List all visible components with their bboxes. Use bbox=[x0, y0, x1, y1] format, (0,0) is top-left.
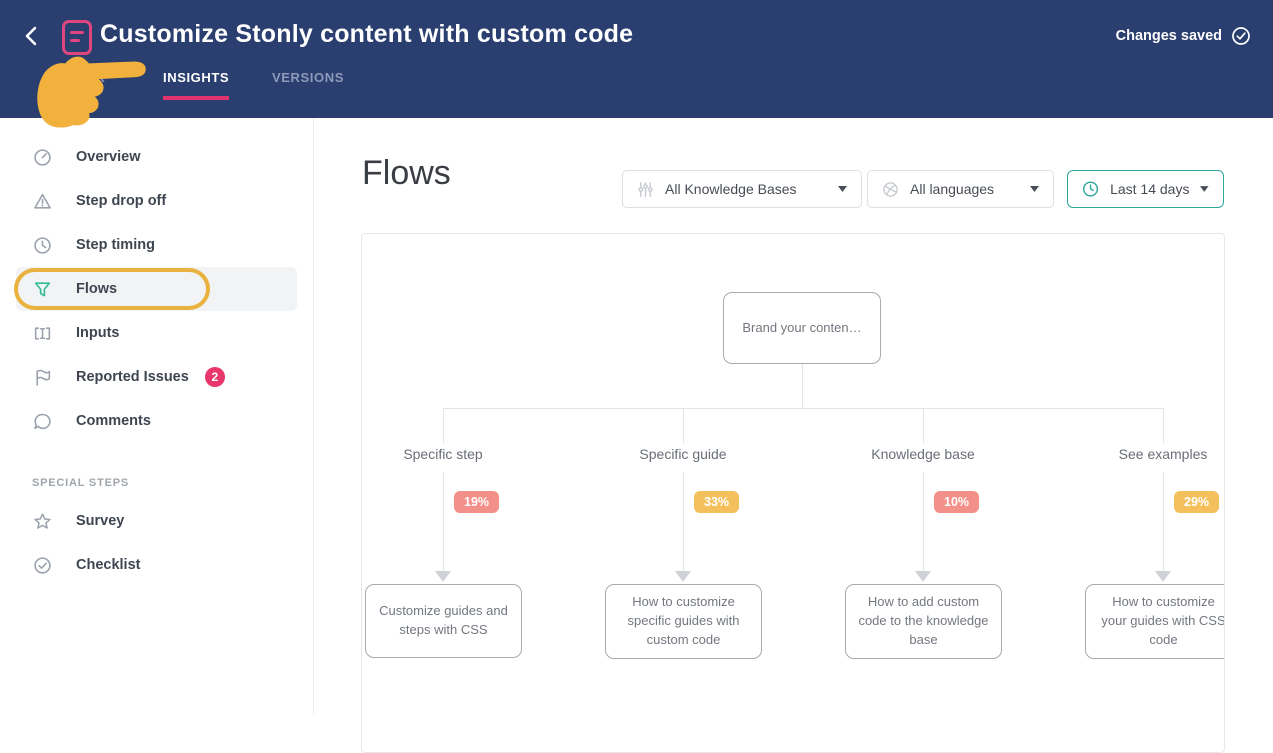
sliders-icon bbox=[638, 181, 653, 197]
connector-line bbox=[1163, 472, 1164, 571]
flow-leaf-node[interactable]: How to customize your guides with CSS co… bbox=[1085, 584, 1224, 659]
chevron-down-icon bbox=[1200, 186, 1209, 192]
connector-line bbox=[923, 472, 924, 571]
warning-icon bbox=[32, 191, 52, 211]
sidebar-item-label: Inputs bbox=[76, 325, 120, 341]
sidebar-item-label: Comments bbox=[76, 413, 151, 429]
sidebar-item-flows[interactable]: Flows bbox=[14, 267, 297, 311]
check-circle-icon bbox=[32, 555, 52, 575]
flow-diagram-card: Brand your conten… Specific step 19% Cus… bbox=[361, 233, 1225, 753]
gauge-icon bbox=[32, 147, 52, 167]
branch-label: Knowledge base bbox=[871, 446, 975, 462]
branch-label: See examples bbox=[1118, 446, 1208, 462]
comment-icon bbox=[32, 411, 52, 431]
flows-heading: Flows bbox=[362, 154, 451, 192]
chevron-left-icon bbox=[25, 26, 37, 46]
sidebar: Overview Step drop off Step timing Flows… bbox=[0, 118, 314, 715]
tab-editor[interactable]: EDITOR bbox=[53, 70, 106, 85]
percent-badge: 29% bbox=[1174, 491, 1220, 513]
sidebar-item-inputs[interactable]: Inputs bbox=[16, 311, 297, 355]
knowledge-base-filter[interactable]: All Knowledge Bases bbox=[622, 170, 862, 208]
date-range-filter[interactable]: Last 14 days bbox=[1067, 170, 1224, 208]
arrow-down-icon bbox=[1155, 571, 1171, 582]
input-field-icon bbox=[32, 323, 52, 343]
connector-line bbox=[443, 408, 444, 444]
arrow-down-icon bbox=[435, 571, 451, 582]
connector-line bbox=[1163, 408, 1164, 444]
main-content: Flows All Knowledge Bases All languages … bbox=[314, 118, 1273, 753]
clock-icon bbox=[32, 235, 52, 255]
sidebar-item-overview[interactable]: Overview bbox=[16, 135, 297, 179]
back-button[interactable] bbox=[18, 22, 46, 50]
page-title: Customize Stonly content with custom cod… bbox=[100, 20, 634, 48]
sidebar-item-step-timing[interactable]: Step timing bbox=[16, 223, 297, 267]
arrow-down-icon bbox=[675, 571, 691, 582]
tab-insights[interactable]: INSIGHTS bbox=[163, 70, 230, 100]
chevron-down-icon bbox=[1030, 186, 1039, 192]
filter-label: All languages bbox=[910, 181, 995, 197]
connector-line bbox=[923, 408, 924, 444]
connector-line bbox=[683, 472, 684, 571]
app-header: Customize Stonly content with custom cod… bbox=[0, 0, 1273, 118]
save-status: Changes saved bbox=[1116, 26, 1251, 46]
flow-leaf-node[interactable]: How to customize specific guides with cu… bbox=[605, 584, 762, 659]
star-icon bbox=[32, 511, 52, 531]
flow-leaf-node[interactable]: How to add custom code to the knowledge … bbox=[845, 584, 1002, 659]
filter-label: All Knowledge Bases bbox=[665, 181, 797, 197]
sidebar-item-label: Reported Issues bbox=[76, 369, 189, 385]
sidebar-item-reported-issues[interactable]: Reported Issues 2 bbox=[16, 355, 297, 399]
connector-line bbox=[443, 408, 1164, 409]
sidebar-item-label: Survey bbox=[76, 513, 125, 529]
percent-badge: 33% bbox=[694, 491, 740, 513]
arrow-down-icon bbox=[915, 571, 931, 582]
filter-label: Last 14 days bbox=[1110, 181, 1190, 197]
flag-icon bbox=[32, 367, 52, 387]
sidebar-item-checklist[interactable]: Checklist bbox=[16, 543, 297, 587]
sidebar-item-label: Step timing bbox=[76, 237, 155, 253]
funnel-icon bbox=[32, 279, 52, 299]
tab-versions[interactable]: VERSIONS bbox=[272, 70, 344, 85]
sidebar-item-label: Flows bbox=[76, 281, 118, 297]
check-circle-icon bbox=[1232, 27, 1250, 45]
sidebar-item-label: Checklist bbox=[76, 557, 141, 573]
chevron-down-icon bbox=[838, 186, 847, 192]
flow-root-node[interactable]: Brand your conten… bbox=[723, 292, 881, 364]
branch-label: Specific guide bbox=[639, 446, 727, 462]
sidebar-item-comments[interactable]: Comments bbox=[16, 399, 297, 443]
clock-icon bbox=[1082, 181, 1099, 197]
percent-badge: 10% bbox=[934, 491, 980, 513]
connector-line bbox=[683, 408, 684, 444]
connector-line bbox=[802, 364, 803, 408]
branch-label: Specific step bbox=[403, 446, 483, 462]
guide-document-icon bbox=[62, 20, 92, 55]
sidebar-section-special-steps: SPECIAL STEPS bbox=[32, 477, 129, 489]
language-filter[interactable]: All languages bbox=[867, 170, 1054, 208]
sidebar-item-label: Overview bbox=[76, 149, 141, 165]
sidebar-item-step-drop-off[interactable]: Step drop off bbox=[16, 179, 297, 223]
sidebar-item-survey[interactable]: Survey bbox=[16, 499, 297, 543]
sidebar-item-label: Step drop off bbox=[76, 193, 167, 209]
percent-badge: 19% bbox=[454, 491, 500, 513]
issues-count-badge: 2 bbox=[204, 367, 225, 387]
flow-leaf-node[interactable]: Customize guides and steps with CSS bbox=[365, 584, 522, 658]
connector-line bbox=[443, 472, 444, 571]
globe-icon bbox=[883, 181, 898, 197]
save-status-label: Changes saved bbox=[1115, 28, 1222, 44]
